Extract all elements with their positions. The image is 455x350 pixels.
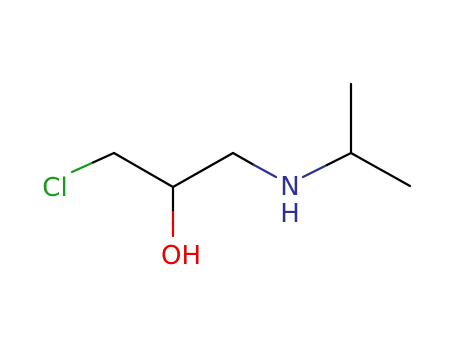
bond-c1-c2: [112, 151, 175, 189]
bond-cl-c1: [70, 151, 116, 174]
bond-n-c4: [301, 151, 353, 179]
bond-c3-n: [231, 151, 278, 179]
bond-c2-c3: [171, 151, 235, 189]
atom-nitrogen-label: N: [280, 172, 299, 202]
atom-chlorine-label: Cl: [42, 173, 67, 203]
bond-c4-methyl-right: [349, 151, 412, 188]
atom-nitrogen-hydrogen-label: H: [280, 199, 300, 229]
atom-hydroxyl-label: OH: [161, 241, 201, 271]
